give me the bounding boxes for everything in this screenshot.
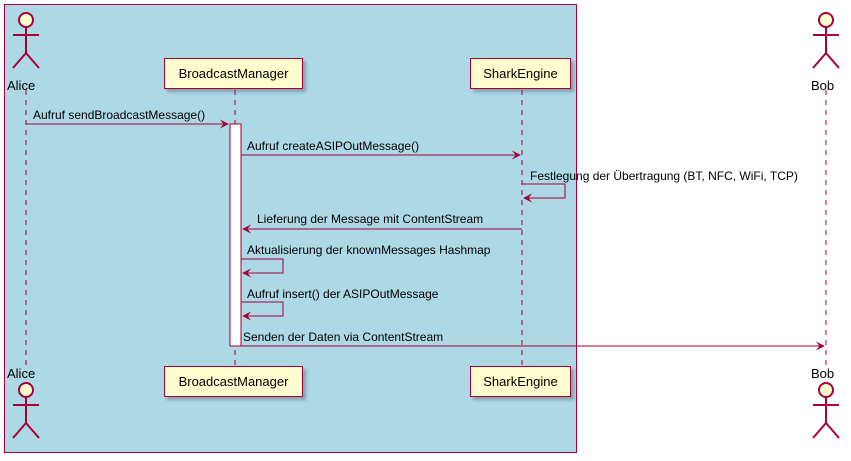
actor-bob-top-icon — [812, 12, 840, 69]
message-label-5: Aktualisierung der knownMessages Hashmap — [247, 243, 491, 257]
message-arrow-6 — [241, 301, 284, 321]
message-label-3: Festlegung der Übertragung (BT, NFC, WiF… — [530, 169, 798, 183]
participant-shark-engine-bottom: SharkEngine — [470, 366, 571, 397]
participant-broadcast-manager-top: BroadcastManager — [164, 58, 303, 89]
message-label-2: Aufruf createASIPOutMessage() — [247, 139, 420, 153]
actor-alice-bottom-icon — [12, 382, 40, 439]
actor-alice-top-label: Alice — [7, 78, 36, 93]
actor-alice-bottom-label: Alice — [7, 366, 36, 381]
participant-broadcast-manager-bottom: BroadcastManager — [164, 366, 303, 397]
actor-bob-top-label: Bob — [811, 78, 835, 93]
message-arrow-5 — [241, 258, 284, 278]
participant-shark-engine-top: SharkEngine — [470, 58, 571, 89]
message-label-4: Lieferung der Message mit ContentStream — [257, 212, 484, 226]
message-label-6: Aufruf insert() der ASIPOutMessage — [247, 287, 439, 301]
actor-bob-bottom-icon — [812, 382, 840, 439]
actor-bob-bottom-label: Bob — [811, 366, 835, 381]
actor-alice-top-icon — [12, 12, 40, 69]
message-label-1: Aufruf sendBroadcastMessage() — [33, 108, 206, 122]
message-label-7: Senden der Daten via ContentStream — [243, 330, 444, 344]
activation-bar — [229, 123, 242, 347]
message-arrow-3 — [522, 183, 566, 203]
